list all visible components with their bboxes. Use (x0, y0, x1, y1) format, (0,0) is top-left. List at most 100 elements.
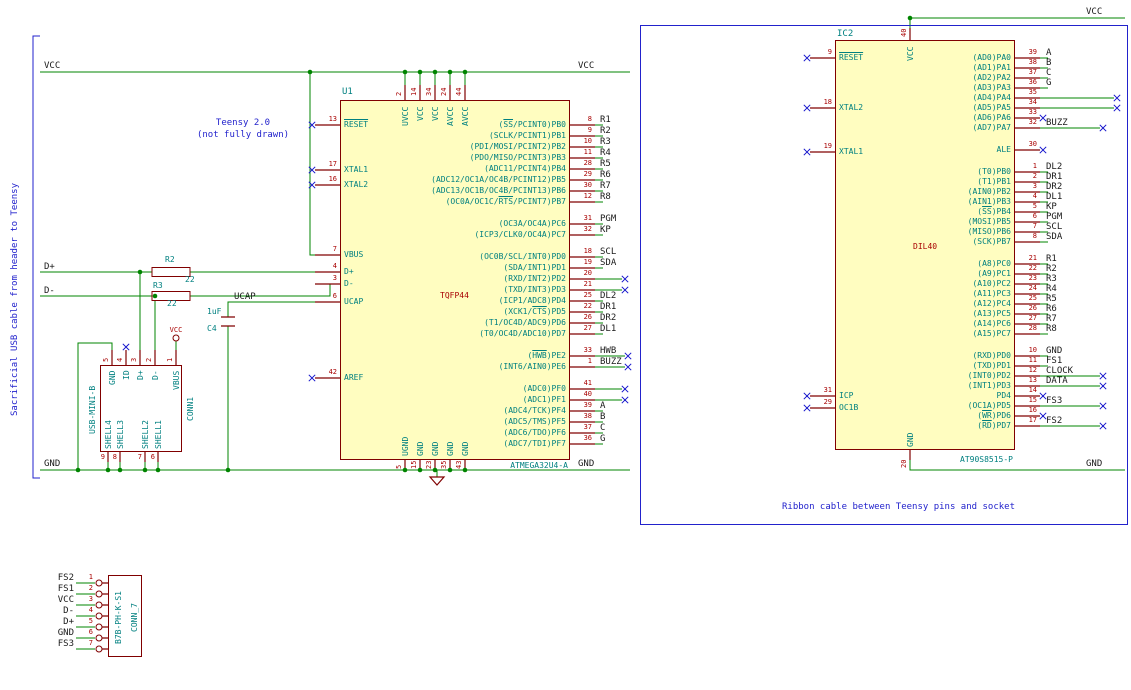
pin-number: 9 (827, 48, 832, 56)
dminus-net-label: D- (44, 286, 55, 296)
r3-reference: R3 (153, 281, 163, 290)
ribbon-note: Ribbon cable between Teensy pins and soc… (782, 502, 1015, 512)
pin-number: 6 (88, 628, 93, 636)
junction-dot (117, 467, 123, 473)
pin-number: 23 (425, 460, 433, 469)
pin-number: 39 (583, 401, 592, 409)
pin-number: 19 (583, 258, 592, 266)
junction-dot (432, 467, 438, 473)
net-label: KP (600, 225, 611, 235)
conn7-body (108, 575, 142, 657)
r2-value: 22 (185, 275, 195, 284)
pin-name: (AD3)PA3 (972, 83, 1011, 92)
pin-number: 7 (137, 453, 142, 461)
c4-reference: C4 (207, 324, 217, 333)
conn1-value: USB-MINI-B (88, 385, 97, 434)
teensy-note-line1: Teensy 2.0 (215, 118, 271, 128)
net-label: R3 (1046, 274, 1057, 284)
pin-name: D+ (344, 267, 354, 276)
net-label: SCL (1046, 222, 1063, 232)
vcc-net-label: VCC (578, 61, 595, 71)
pin-name: (OC1A)PD5 (967, 401, 1011, 410)
pin-number: 10 (1028, 346, 1037, 354)
pin-name: GND (431, 441, 440, 456)
junction-dot (402, 467, 408, 473)
pin-name: (A12)PC4 (972, 299, 1011, 308)
pin-name: VCC (416, 106, 425, 121)
ribbon-cable-sheet (640, 25, 1128, 525)
junction-dot (907, 15, 913, 21)
junction-dot (417, 69, 423, 75)
pin-name: UCAP (344, 297, 364, 306)
net-label: DL1 (1046, 192, 1063, 202)
u1-body (340, 100, 570, 460)
junction-dot (402, 69, 408, 75)
pin-name: (PDI/MOSI/PCINT2)PB2 (469, 142, 566, 151)
pin-name: (ADC0)PF0 (522, 384, 566, 393)
pin-name: (SDA/INT1)PD1 (503, 263, 566, 272)
pin-name: GND (108, 370, 117, 385)
pin-name: (SS)PB4 (977, 207, 1011, 216)
net-label: GND (57, 628, 74, 638)
pin-name: (RD)PD7 (977, 421, 1011, 430)
pin-number: 26 (583, 313, 592, 321)
pin-number: 8 (1032, 232, 1037, 240)
pin-name: (ADC5/TMS)PF5 (503, 417, 566, 426)
pin-name: (ADC4/TCK)PF4 (503, 406, 566, 415)
pin-pad (95, 634, 103, 642)
net-label: B (1046, 58, 1052, 68)
pin-number: 36 (583, 434, 592, 442)
pin-name: (INT6/AIN0)PE6 (498, 362, 566, 371)
pin-name: (AD1)PA1 (972, 63, 1011, 72)
net-label: R6 (600, 170, 611, 180)
pin-name: (OC3A/OC4A)PC6 (498, 219, 566, 228)
junction-dot (447, 467, 453, 473)
pin-number: 35 (1028, 88, 1037, 96)
net-label: A (1046, 48, 1052, 58)
pin-name: (ADC12/OC1A/OC4B/PCINT12)PB5 (431, 175, 566, 184)
net-label: SDA (600, 258, 617, 268)
pin-number: 1 (166, 357, 174, 362)
pin-name: VBUS (344, 250, 364, 259)
pin-number: 13 (1028, 376, 1037, 384)
pin-number: 20 (900, 459, 908, 468)
pin-name: (A9)PC1 (977, 269, 1011, 278)
pin-number: 29 (583, 170, 592, 178)
junction-dot (225, 467, 231, 473)
net-label: R8 (600, 192, 611, 202)
net-label: FS1 (57, 584, 74, 594)
pin-number: 40 (583, 390, 592, 398)
pin-name: (RXD)PD0 (972, 351, 1011, 360)
pin-number: 11 (583, 148, 592, 156)
conn1-body (100, 365, 182, 452)
pin-name: XTAL1 (839, 147, 864, 156)
pin-number: 4 (1032, 192, 1037, 200)
pin-name: XTAL2 (839, 103, 864, 112)
pin-name: (PDO/MISO/PCINT3)PB3 (469, 153, 566, 162)
pin-name: (AD5)PA5 (972, 103, 1011, 112)
pin-number: 12 (1028, 366, 1037, 374)
pin-name: (ADC11/PCINT4)PB4 (484, 164, 566, 173)
net-label: SCL (600, 247, 617, 257)
pin-number: 3 (332, 274, 337, 282)
pin-name: (INT1)PD3 (967, 381, 1011, 390)
pin-number: 37 (583, 423, 592, 431)
pin-number: 19 (823, 142, 832, 150)
pin-name: (WR)PD6 (977, 411, 1011, 420)
pin-number: 9 (587, 126, 592, 134)
pin-name: (AD2)PA2 (972, 73, 1011, 82)
pin-name: SHELL2 (141, 420, 150, 449)
pin-name: VCC (431, 106, 440, 121)
pin-pad (95, 645, 103, 653)
net-label: D+ (63, 617, 74, 627)
pin-name: ICP (839, 391, 854, 400)
pin-number: 11 (1028, 356, 1037, 364)
net-label: CLOCK (1046, 366, 1074, 376)
pin-name: (A11)PC3 (972, 289, 1011, 298)
net-label: DR2 (600, 313, 617, 323)
net-label: R7 (600, 181, 611, 191)
junction-dot (137, 269, 143, 275)
net-label: DL2 (600, 291, 617, 301)
